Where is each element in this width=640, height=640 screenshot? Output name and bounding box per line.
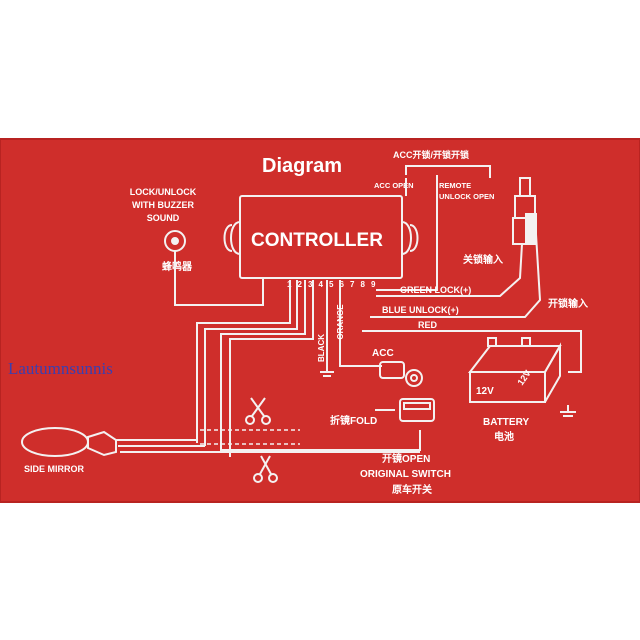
battery-label: BATTERY — [483, 417, 529, 428]
red-wire-label: RED — [418, 320, 438, 330]
cut-lines — [200, 429, 300, 445]
battery-voltage-front: 12V — [476, 386, 494, 397]
controller-pin-5: 5 — [329, 280, 334, 289]
side-mirror-icon — [21, 427, 117, 457]
acc-header-label: ACC开锁/开锁开锁 — [393, 149, 469, 160]
acc-open-label: ACC OPEN — [374, 181, 414, 190]
controller-pin-8: 8 — [361, 280, 366, 289]
blue-unlock-label: BLUE UNLOCK(+) — [382, 305, 459, 315]
controller-pin-7: 7 — [350, 280, 355, 289]
original-switch-label: ORIGINAL SWITCH — [360, 469, 451, 480]
buzzer-label-1: LOCK/UNLOCK — [130, 187, 197, 197]
black-wire-label: BLACK — [317, 334, 326, 362]
remote-label-2: UNLOCK OPEN — [439, 192, 494, 201]
green-lock-label: GREEN LOCK(+) — [400, 285, 471, 295]
close-input-label-cn: 关锁输入 — [463, 253, 503, 266]
acc-plug-icon — [379, 361, 423, 387]
controller-pin-4: 4 — [319, 280, 324, 289]
diagram-title: Diagram — [262, 155, 342, 177]
controller-pin-6: 6 — [340, 280, 345, 289]
original-switch-label-cn: 原车开关 — [392, 483, 432, 496]
open-input-label-cn: 开锁输入 — [548, 297, 588, 310]
controller-pin-2: 2 — [298, 280, 303, 289]
scissors-icon-lower — [253, 455, 278, 483]
fold-switch-icon — [399, 398, 435, 422]
orange-wire-label: ORANGE — [336, 304, 345, 340]
battery-label-cn: 电池 — [494, 430, 514, 443]
buzzer-label-3: SOUND — [147, 213, 180, 223]
controller-pin-9: 9 — [371, 280, 376, 289]
controller-label: CONTROLLER — [251, 230, 383, 251]
side-mirror-label: SIDE MIRROR — [24, 464, 85, 474]
watermark-text: Lautumnsunnis — [8, 359, 113, 378]
remote-label-1: REMOTE — [439, 181, 471, 190]
fold-label: 折镜FOLD — [330, 414, 377, 427]
battery-icon — [467, 337, 562, 403]
controller-pin-3: 3 — [308, 280, 313, 289]
buzzer-label-2: WITH BUZZER — [132, 200, 194, 210]
controller-box — [223, 195, 419, 279]
wires — [115, 165, 582, 457]
red-panel — [0, 139, 640, 502]
scissors-icon-upper — [245, 397, 271, 425]
buzzer-label-cn: 蜂鸣器 — [162, 260, 193, 273]
open-switch-label-cn: 开镜OPEN — [382, 452, 430, 465]
acc-label: ACC — [372, 348, 394, 359]
